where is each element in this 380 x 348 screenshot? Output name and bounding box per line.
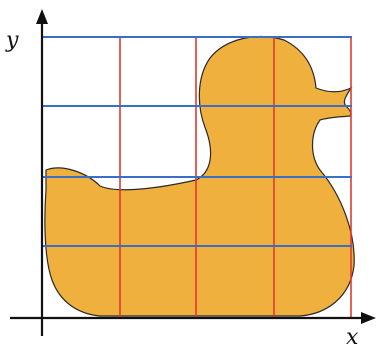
horizontal-grid-lines (42, 36, 352, 247)
axes (10, 9, 376, 336)
y-axis-label: y (5, 28, 19, 53)
x-axis-arrowhead (361, 312, 376, 324)
y-axis-arrowhead (36, 9, 48, 24)
x-axis-label: x (346, 325, 359, 348)
